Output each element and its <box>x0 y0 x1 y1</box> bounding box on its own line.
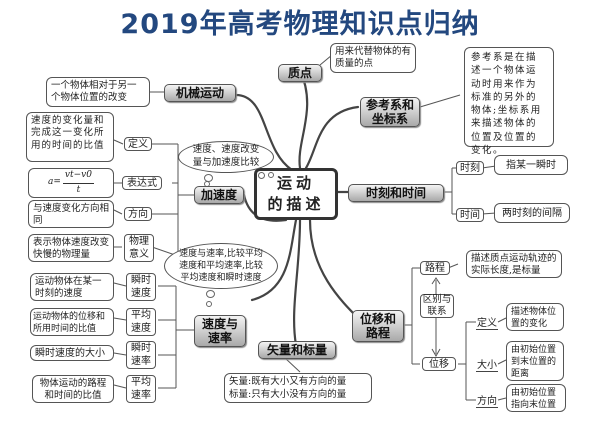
reference-frame-desc: 参考系是在描述一个物体运动时用来作为标准的另外的物体;坐标系用来描述物体的位置及… <box>464 47 554 156</box>
tag-line2: 联系 <box>427 306 447 317</box>
formula-lhs: a= <box>48 177 61 188</box>
tag-line1: 区别与 <box>422 293 452 305</box>
vector-scalar-desc: 矢量:既有大小又有方向的量 标量:只有大小没有方向的量 <box>224 373 372 403</box>
disp-direction-desc: 由初始位置指向末位置 <box>506 384 566 412</box>
path-desc: 描述质点运动轨迹的实际长度,是标量 <box>466 250 562 278</box>
tag-path[interactable]: 路程 <box>420 261 450 275</box>
instant-speed-desc: 瞬时速度的大小 <box>30 345 114 361</box>
decor-dot <box>268 172 274 178</box>
tag-instant-speed[interactable]: 瞬时速率 <box>126 341 156 369</box>
particle-desc: 用来代替物体的有质量的点 <box>330 43 416 73</box>
acceleration-bubble: 速度、速度改变量与加速度比较 <box>178 141 274 173</box>
time-tag-interval[interactable]: 时间 <box>456 208 484 222</box>
velocity-bubble: 速度与速率,比较平均速度和平均速率,比较平均速度和瞬时速度 <box>164 243 278 289</box>
disp-magnitude-label: 大小 <box>476 356 498 372</box>
accel-tag-direction[interactable]: 方向 <box>124 207 152 221</box>
tag-line1: 瞬时 <box>131 275 151 286</box>
accel-meaning-desc: 表示物体速度改变快慢的物理量 <box>28 234 114 262</box>
node-acceleration[interactable]: 加速度 <box>194 186 244 204</box>
disp-magnitude-desc: 由初始位置到末位置的距离 <box>506 341 564 381</box>
thought-dot <box>206 290 215 298</box>
tag-line2: 速度 <box>131 323 151 334</box>
tag-line1: 平均 <box>131 310 151 321</box>
displacement-label1: 位移和 <box>359 311 396 326</box>
center-node[interactable]: 运动 的描述 <box>254 168 338 220</box>
tag-average-speed[interactable]: 平均速率 <box>126 375 156 403</box>
tag-displacement[interactable]: 位移 <box>422 357 456 371</box>
accel-tag-meaning[interactable]: 物理意义 <box>124 234 154 262</box>
time-moment-desc: 指某一瞬时 <box>494 155 568 175</box>
time-tag-moment[interactable]: 时刻 <box>456 161 484 175</box>
thought-dot <box>206 301 212 307</box>
average-speed-desc: 物体运动的路程和时间的比值 <box>32 375 114 403</box>
node-vector-scalar[interactable]: 矢量和标量 <box>258 341 336 359</box>
tag-line1: 平均 <box>131 377 151 388</box>
reference-label2: 坐标系 <box>371 112 408 126</box>
node-displacement[interactable]: 位移和路程 <box>352 310 404 342</box>
node-velocity[interactable]: 速度与速率 <box>194 315 246 347</box>
tag-instant-velocity[interactable]: 瞬时速度 <box>126 273 156 301</box>
formula-denominator: t <box>76 184 81 195</box>
node-time[interactable]: 时刻和时间 <box>348 184 444 202</box>
node-particle[interactable]: 质点 <box>278 64 322 82</box>
average-velocity-desc: 运动物体的位移和所用时间的比值 <box>30 308 114 336</box>
tag-line2: 速率 <box>131 356 151 367</box>
tag-line2: 速度 <box>131 288 151 299</box>
instant-velocity-desc: 运动物体在某一时刻的速度 <box>30 273 114 301</box>
vector-desc: 矢量:既有大小又有方向的量 <box>229 376 347 387</box>
accel-tag-expression[interactable]: 表达式 <box>122 176 162 190</box>
node-mechanical-motion[interactable]: 机械运动 <box>164 84 236 102</box>
reference-label1: 参考系和 <box>365 97 414 112</box>
formula-numerator: vt−v0 <box>62 169 94 184</box>
disp-definition-desc: 描述物体位置的变化 <box>506 303 564 331</box>
tag-line1: 瞬时 <box>131 343 151 354</box>
accel-direction-desc: 与速度变化方向相同 <box>28 200 114 228</box>
decor-dot <box>258 172 265 179</box>
disp-definition-label: 定义 <box>476 314 498 330</box>
tag-average-velocity[interactable]: 平均速度 <box>126 308 156 336</box>
page-title: 2019年高考物理知识点归纳 <box>120 9 480 40</box>
center-line2: 的描述 <box>267 195 325 213</box>
velocity-label2: 速率 <box>207 331 232 345</box>
tag-line1: 物理 <box>129 236 149 247</box>
tag-line2: 速率 <box>131 390 151 401</box>
accel-definition-desc: 速度的变化量和完成这一变化所用的时间的比值 <box>26 112 114 162</box>
scalar-desc: 标量:只有大小没有方向的量 <box>229 388 347 400</box>
velocity-label1: 速度与 <box>201 316 238 331</box>
accel-tag-definition[interactable]: 定义 <box>124 137 152 151</box>
node-reference-frame[interactable]: 参考系和坐标系 <box>360 97 420 127</box>
center-line1: 运动 <box>276 174 315 192</box>
displacement-label2: 路程 <box>365 326 390 340</box>
tag-line2: 意义 <box>129 249 149 260</box>
time-interval-desc: 两时刻的间隔 <box>494 203 570 223</box>
disp-direction-label: 方向 <box>476 392 498 408</box>
tag-difference-relation[interactable]: 区别与联系 <box>420 294 454 318</box>
mechanical-motion-desc: 一个物体相对于另一个物体位置的改变 <box>46 77 150 107</box>
